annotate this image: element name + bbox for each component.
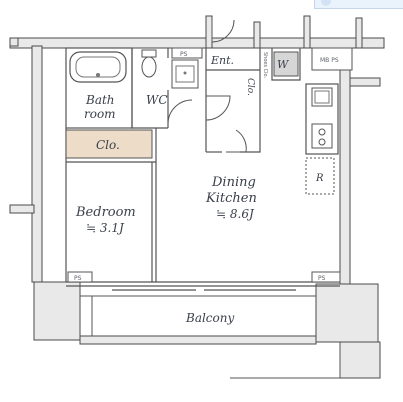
- corridor-closet-label: Clo.: [245, 78, 255, 96]
- wc-label: WC: [146, 93, 168, 107]
- bathtub-icon: [69, 51, 127, 83]
- wall-right: [339, 47, 351, 285]
- column-bottom-right: [315, 283, 379, 343]
- refrigerator-label: R: [315, 173, 324, 184]
- ps-box-bottom-left: [67, 271, 93, 283]
- ps-label-top-right: MB PS: [320, 57, 339, 64]
- balcony-railing: [79, 335, 317, 345]
- washer-niche: [271, 48, 301, 81]
- washer-label: W: [277, 58, 290, 71]
- balcony-label: Balcony: [185, 311, 234, 325]
- corner-stamp: [314, 0, 403, 9]
- doors: [167, 19, 247, 153]
- ps-label-bottom-right: PS: [318, 275, 326, 282]
- refrigerator-space: [305, 157, 335, 195]
- entrance-door-swing-icon: [211, 19, 235, 43]
- washbasin-bowl-icon: [175, 65, 195, 83]
- bedroom-area-label: ≒ 3.1J: [86, 221, 125, 235]
- walls: [9, 15, 385, 379]
- ps-box-wc: [171, 47, 203, 59]
- dk-label-line1: Dining: [211, 175, 256, 190]
- sink-bowl-icon: [314, 90, 330, 104]
- toilet-bowl-icon: [141, 56, 157, 78]
- cooktop-icon: [311, 123, 333, 149]
- wall-ps-left: [303, 15, 311, 49]
- sink-icon: [311, 87, 333, 107]
- burner-icon: [318, 138, 326, 146]
- ps-box-bottom-right: [311, 271, 341, 283]
- corridor-right-wall: [240, 48, 261, 153]
- shoes-closet-label: Shoes Clo.: [262, 52, 268, 79]
- bathroom-label-line2: room: [84, 107, 116, 121]
- corridor-door-swing-icon: [205, 95, 231, 121]
- wall-right-stub: [349, 77, 381, 87]
- bedroom-label-line1: Bedroom: [75, 205, 136, 220]
- wall-top: [9, 37, 385, 49]
- ps-label-wc: PS: [180, 51, 188, 58]
- wc-door-swing-icon: [167, 99, 193, 125]
- washbasin-drain-icon: [183, 71, 187, 75]
- washer-icon: [273, 51, 299, 77]
- closet-entrance-area: [65, 129, 153, 159]
- wall-ps-right: [355, 17, 363, 49]
- wall-top-left-cap: [9, 37, 19, 47]
- balcony-lower-line: [230, 342, 341, 379]
- dk-area-label: ≒ 8.6J: [216, 207, 255, 221]
- burner-icon: [318, 128, 326, 136]
- ps-box-top-right: [311, 47, 353, 71]
- wall-entrance-right: [253, 21, 261, 49]
- dk-label-line2: Kitchen: [205, 191, 257, 206]
- closet-bedroom-label: Clo.: [96, 138, 120, 152]
- balcony-outline: [80, 295, 341, 379]
- column-bottom-left: [33, 281, 81, 341]
- partitions: [65, 47, 340, 291]
- stamp-mark-icon: [321, 0, 331, 6]
- dk-door-swing-icon: [226, 129, 247, 153]
- kitchen-counter: [305, 83, 339, 155]
- wall-left-stub: [9, 204, 35, 214]
- ps-label-bottom-left: PS: [74, 275, 82, 282]
- entrance-label: Ent.: [210, 54, 234, 67]
- wall-entrance-left: [205, 15, 213, 49]
- wall-left-upper: [31, 45, 43, 283]
- bathroom-label-line1: Bath: [85, 93, 115, 107]
- balcony-right-extension: [339, 341, 381, 379]
- bathtub-drain-icon: [96, 73, 100, 77]
- toilet-tank-icon: [141, 49, 157, 58]
